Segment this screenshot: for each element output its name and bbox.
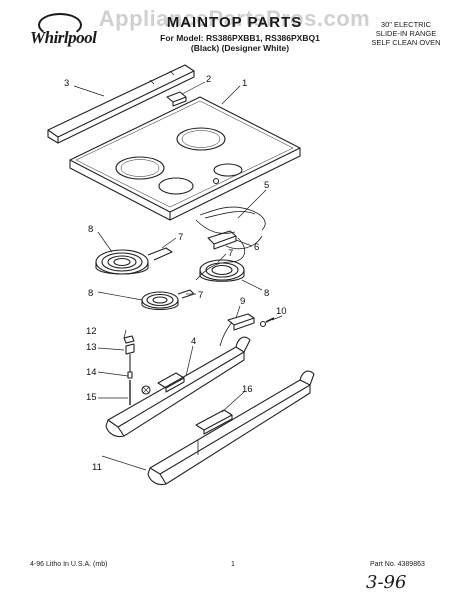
brand-logo-ring xyxy=(38,13,82,37)
rear-trim-strip xyxy=(47,64,195,144)
callout-2: 2 xyxy=(206,74,211,85)
product-line-1: 30" ELECTRIC xyxy=(380,20,432,29)
callout-10: 10 xyxy=(276,306,287,317)
terminal-block xyxy=(207,230,237,250)
callout-3: 3 xyxy=(64,78,69,89)
callout-15: 15 xyxy=(86,392,97,403)
callout-8b: 8 xyxy=(264,288,269,299)
callout-7b: 7 xyxy=(228,248,233,259)
page-title: MAINTOP PARTS xyxy=(166,14,303,31)
footer-page-number: 1 xyxy=(231,561,235,568)
support-channel-left xyxy=(105,336,251,438)
callout-12: 12 xyxy=(86,326,97,337)
element-right xyxy=(199,259,245,282)
callout-7a: 7 xyxy=(178,232,183,243)
model-info: For Model: RS386PXBB1, RS386PXBQ1 (Black… xyxy=(140,33,340,53)
callout-1: 1 xyxy=(242,78,247,89)
product-line-3: SELF CLEAN OVEN xyxy=(371,38,441,47)
product-description: 30" ELECTRIC SLIDE-IN RANGE SELF CLEAN O… xyxy=(352,20,460,47)
callout-14: 14 xyxy=(86,367,97,378)
callout-4: 4 xyxy=(191,336,196,347)
watermark: AppliancePartsPros.com xyxy=(98,6,371,31)
leader-lines xyxy=(73,81,283,471)
clip-part xyxy=(166,91,187,107)
handwritten-date: 3-96 xyxy=(366,572,407,593)
color-line: (Black) (Designer White) xyxy=(190,43,290,53)
callout-16: 16 xyxy=(242,384,253,395)
callout-9: 9 xyxy=(240,296,245,307)
footer-part-number: Part No. 4389863 xyxy=(370,561,425,568)
callout-5: 5 xyxy=(264,180,269,191)
brand-logo: Whirlpool xyxy=(30,28,97,47)
model-line: For Model: RS386PXBB1, RS386PXBQ1 xyxy=(160,33,320,43)
hinge-hardware xyxy=(123,335,135,405)
callout-8c: 8 xyxy=(88,288,93,299)
callouts: 1 2 3 4 5 6 7 7 7 8 8 8 9 10 11 12 13 14… xyxy=(64,74,287,473)
support-channel-right xyxy=(147,370,315,486)
callout-6: 6 xyxy=(254,242,259,253)
element-left xyxy=(95,247,173,275)
wiring-harness xyxy=(195,206,266,281)
callout-8a: 8 xyxy=(88,224,93,235)
callout-7c: 7 xyxy=(198,290,203,301)
element-front xyxy=(141,289,195,311)
bracket-and-screw xyxy=(219,313,275,347)
product-line-2: SLIDE-IN RANGE xyxy=(375,29,437,38)
callout-13: 13 xyxy=(86,342,97,353)
cooktop-glass xyxy=(69,96,301,221)
callout-11: 11 xyxy=(92,462,102,473)
footer-litho: 4-96 Litho In U.S.A. (mb) xyxy=(30,561,108,568)
